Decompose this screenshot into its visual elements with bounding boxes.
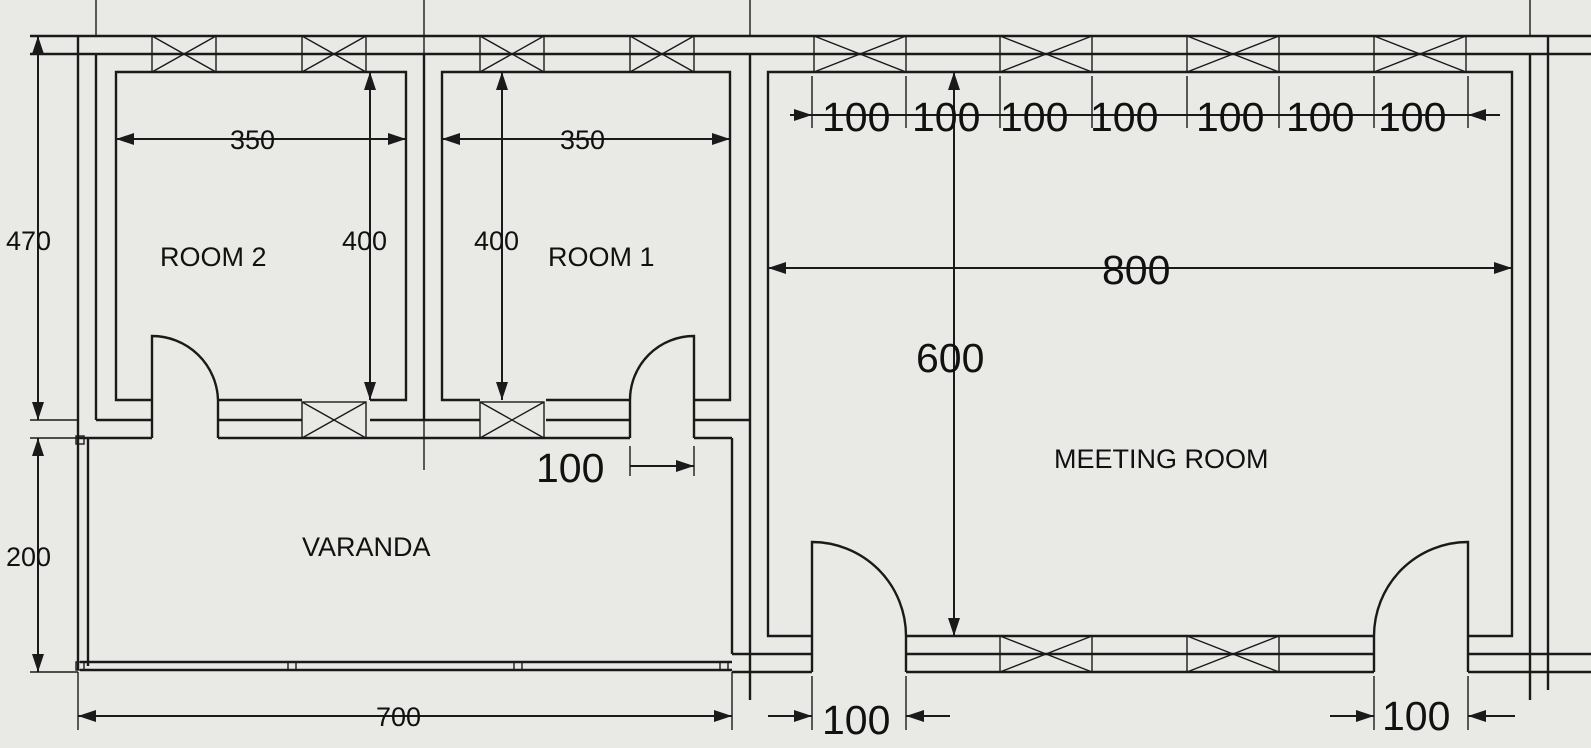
dim-meeting-door-left: 100 — [822, 697, 890, 743]
dim-room1-width: 350 — [560, 125, 605, 155]
window-room1-bottom — [479, 401, 545, 439]
room2-label: ROOM 2 — [160, 242, 267, 272]
dim-room2-height: 400 — [342, 226, 387, 256]
dim-window-spacing-3: 100 — [1000, 94, 1068, 140]
dim-meeting-height: 600 — [916, 335, 984, 381]
door-meeting-right — [1372, 540, 1470, 637]
room1-label: ROOM 1 — [548, 242, 655, 272]
window-room2-bottom — [301, 401, 367, 439]
windows — [151, 35, 1467, 673]
dim-left-lower: 200 — [6, 542, 51, 572]
dim-window-spacing-6: 100 — [1286, 94, 1354, 140]
dim-window-spacing-2: 100 — [912, 94, 980, 140]
doors — [150, 334, 1470, 637]
meeting-room-label: MEETING ROOM — [1054, 444, 1269, 474]
dim-room1-door: 100 — [536, 445, 604, 491]
dim-varanda-width: 700 — [376, 702, 421, 732]
dim-meeting-door-right: 100 — [1382, 693, 1450, 739]
dimension-lines — [32, 36, 1515, 730]
dim-left-upper: 470 — [6, 226, 51, 256]
walls — [30, 0, 1591, 730]
door-room1 — [628, 334, 696, 401]
door-room2 — [150, 334, 220, 401]
dim-room1-height: 400 — [474, 226, 519, 256]
dim-meeting-width: 800 — [1102, 247, 1170, 293]
dim-window-spacing-7: 100 — [1378, 94, 1446, 140]
door-meeting-left — [810, 540, 908, 637]
dim-room2-width: 350 — [230, 125, 275, 155]
varanda-label: VARANDA — [302, 532, 431, 562]
dim-window-spacing-4: 100 — [1090, 94, 1158, 140]
dim-window-spacing-5: 100 — [1196, 94, 1264, 140]
dim-window-spacing-1: 100 — [822, 94, 890, 140]
